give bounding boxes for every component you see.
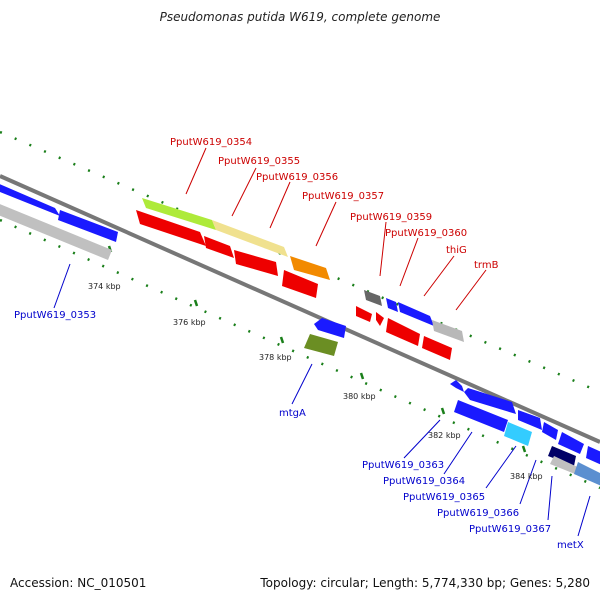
- gene-0364[interactable]: [454, 400, 508, 432]
- gene-0363[interactable]: [464, 388, 516, 414]
- gene-0360-cds[interactable]: [376, 312, 384, 326]
- gene-thiG-cds[interactable]: [386, 318, 420, 346]
- leader-mtgA: [291, 363, 313, 405]
- topology-text: Topology: circular; Length: 5,774,330 bp…: [260, 576, 590, 590]
- major-tick: [440, 407, 446, 415]
- gene-trmB-outer[interactable]: [432, 320, 464, 342]
- gene-0363-small[interactable]: [450, 380, 464, 392]
- label-0367[interactable]: PputW619_0367: [469, 524, 551, 535]
- label-0363[interactable]: PputW619_0363: [362, 460, 444, 471]
- label-0360[interactable]: PputW619_0360: [385, 228, 467, 239]
- genome-backbone: [0, 174, 600, 444]
- gene-0365[interactable]: [504, 422, 532, 446]
- gene-0359-cds[interactable]: [356, 306, 372, 322]
- gene-0360-outer[interactable]: [386, 298, 398, 312]
- label-metX[interactable]: metX: [557, 540, 584, 551]
- label-0353[interactable]: PputW619_0353: [14, 310, 96, 321]
- label-0355[interactable]: PputW619_0355: [218, 156, 300, 167]
- leader-0365: [485, 445, 517, 489]
- tick-label-374: 374 kbp: [88, 282, 121, 291]
- leader-0367: [547, 475, 553, 521]
- leader-metX: [577, 495, 591, 537]
- major-ticks: [107, 245, 527, 453]
- gene-0354-cds[interactable]: [136, 210, 206, 246]
- gene-0354-outer[interactable]: [142, 198, 216, 230]
- gene-mtgA-cds[interactable]: [304, 334, 338, 356]
- major-tick: [521, 445, 527, 453]
- label-0356[interactable]: PputW619_0356: [256, 172, 338, 183]
- label-0366[interactable]: PputW619_0366: [437, 508, 519, 519]
- major-tick: [193, 299, 199, 307]
- label-0365[interactable]: PputW619_0365: [403, 492, 485, 503]
- leader-0357: [315, 201, 337, 247]
- gene-0355-outer[interactable]: [212, 220, 288, 257]
- gene-trmB-cds[interactable]: [422, 336, 452, 360]
- gene-0357-cds[interactable]: [282, 270, 318, 298]
- major-tick: [359, 372, 365, 380]
- gene-mtgA-rev[interactable]: [314, 318, 346, 338]
- leader-trmB: [455, 269, 487, 311]
- label-thiG[interactable]: thiG: [446, 245, 467, 256]
- label-0357[interactable]: PputW619_0357: [302, 191, 384, 202]
- leader-0359: [379, 221, 387, 277]
- gene-0366[interactable]: [548, 446, 576, 466]
- leader-0363: [403, 419, 441, 459]
- leader-0360: [399, 237, 419, 287]
- gene-0366-outer[interactable]: [558, 432, 584, 454]
- gene-0357-outer[interactable]: [290, 256, 330, 280]
- tick-label-382: 382 kbp: [428, 431, 461, 440]
- leader-0355: [231, 167, 257, 217]
- outer-tick-ring: [0, 130, 600, 394]
- gene-0355-cds[interactable]: [204, 236, 234, 258]
- tick-label-380: 380 kbp: [343, 392, 376, 401]
- gene-0359-outer[interactable]: [364, 290, 382, 306]
- major-tick: [279, 336, 285, 344]
- gene-0353-outer[interactable]: [0, 180, 60, 216]
- tick-label-384: 384 kbp: [510, 472, 543, 481]
- gene-0364-outer[interactable]: [518, 410, 542, 430]
- gene-0365-outer[interactable]: [542, 422, 558, 440]
- leader-0354: [185, 147, 207, 195]
- leader-0364: [443, 431, 473, 475]
- gene-0356-cds[interactable]: [234, 250, 278, 276]
- map-title: Pseudomonas putida W619, complete genome: [159, 10, 441, 24]
- gene-metX[interactable]: [574, 462, 600, 488]
- leader-thiG: [423, 255, 455, 297]
- label-mtgA[interactable]: mtgA: [279, 408, 306, 419]
- gene-0353c-outer[interactable]: [0, 200, 112, 260]
- leader-0353: [53, 263, 71, 309]
- label-0364[interactable]: PputW619_0364: [383, 476, 465, 487]
- label-trmB[interactable]: trmB: [474, 260, 499, 271]
- leader-0366: [519, 459, 537, 505]
- label-0354[interactable]: PputW619_0354: [170, 137, 252, 148]
- leader-0356: [269, 181, 291, 229]
- gene-thiG-outer[interactable]: [398, 302, 434, 326]
- gene-0353b-outer[interactable]: [58, 210, 118, 242]
- tick-label-376: 376 kbp: [173, 318, 206, 327]
- tick-label-378: 378 kbp: [259, 353, 292, 362]
- accession-text: Accession: NC_010501: [10, 576, 147, 590]
- label-0359[interactable]: PputW619_0359: [350, 212, 432, 223]
- gene-0367-outer[interactable]: [586, 446, 600, 466]
